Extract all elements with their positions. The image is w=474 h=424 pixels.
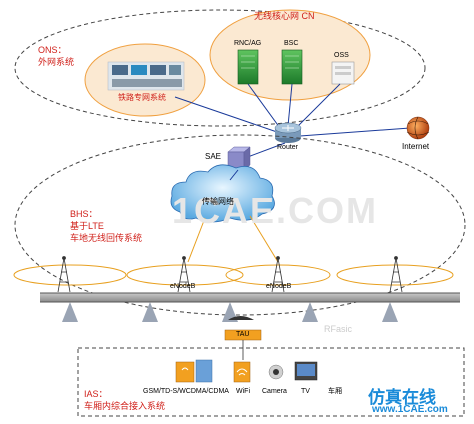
- tower-icon: [57, 256, 71, 293]
- ias-boundary: [77, 347, 465, 417]
- ias-title: IAS：: [84, 389, 108, 399]
- ias-device-label: WiFi: [236, 388, 250, 395]
- core-links: [174, 83, 411, 159]
- bhs-line3: 车地无线回传系统: [70, 233, 143, 243]
- sae-label: SAE: [205, 152, 222, 161]
- watermark-text: 1CAE.COM: [172, 190, 379, 231]
- lte-coverage-rings: [13, 264, 454, 286]
- sae-node-icon: [227, 146, 251, 171]
- bhs-line2: 基于LTE: [70, 221, 104, 231]
- brand-logo-cn: 仿真在线: [368, 388, 436, 407]
- ias-device-label: TV: [301, 388, 310, 395]
- enodeb-towers: [57, 256, 403, 293]
- ons-subtitle: 外网系统: [38, 57, 75, 67]
- tower-icon: [271, 256, 285, 293]
- enodeb-label: eNodeB: [170, 283, 196, 290]
- ons-title: ONS：: [38, 45, 67, 55]
- transport-network-cloud: [170, 164, 275, 223]
- transport-network-label: 传输网络: [202, 197, 234, 206]
- ias-device-label: GSM/TD-S/WCDMA/CDMA: [143, 388, 229, 395]
- cn-title: 无线核心网 CN: [254, 11, 315, 21]
- bhs-boundary: [14, 134, 466, 316]
- rnc-ag-equipment-icon: [237, 49, 259, 85]
- oss-server-icon: [331, 61, 355, 85]
- tower-icon: [389, 256, 403, 293]
- tv-icon: [294, 361, 318, 381]
- railway-network-label: 铁路专网系统: [118, 93, 166, 102]
- cn-node-label: BSC: [284, 40, 299, 47]
- ias-subtitle: 车厢内综合接入系统: [84, 401, 166, 411]
- ons-boundary: [14, 9, 426, 127]
- wifi-device-icon: [233, 361, 251, 383]
- enodeb-label: eNodeB: [266, 283, 292, 290]
- bsc-equipment-icon: [281, 49, 303, 85]
- tower-icon: [177, 256, 191, 293]
- rail-track: [40, 292, 460, 303]
- cn-node-label: OSS: [334, 52, 349, 59]
- camera-icon: [268, 364, 284, 380]
- brand-url: www.1CAE.com: [372, 404, 448, 415]
- railway-control-room-image: [107, 61, 185, 91]
- ias-device-label: Camera: [262, 388, 287, 395]
- gsm-td-device-icon: [175, 359, 213, 383]
- bhs-title: BHS：: [70, 209, 98, 219]
- track-supports: [62, 302, 398, 322]
- router-label: Router: [277, 144, 299, 151]
- car-label: 车厢: [328, 388, 342, 395]
- cn-node-label: RNC/AG: [234, 40, 262, 47]
- router-icon: [274, 122, 302, 143]
- internet-globe-icon: [406, 116, 430, 140]
- watermark-small: RFasic: [324, 324, 353, 334]
- internet-label: Internet: [402, 142, 430, 151]
- tau-label: TAU: [236, 331, 250, 338]
